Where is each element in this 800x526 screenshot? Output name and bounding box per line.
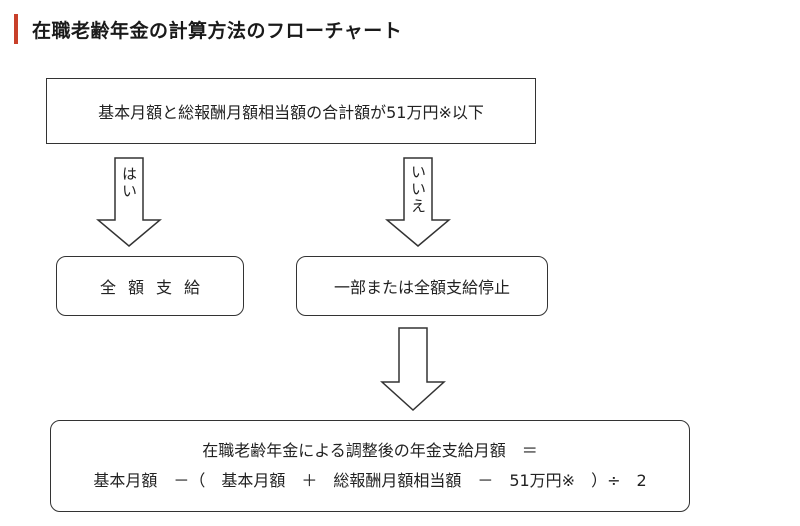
full-payment-text: 全額支給 bbox=[99, 278, 212, 297]
no-label: いいえ bbox=[409, 164, 427, 215]
condition-box: 基本月額と総報酬月額相当額の合計額が51万円※以下 bbox=[46, 78, 536, 144]
formula-line-2: 基本月額 －（ 基本月額 ＋ 総報酬月額相当額 － 51万円※ ）÷ 2 bbox=[93, 471, 647, 490]
yes-label: はい bbox=[120, 166, 138, 200]
formula-line-1: 在職老齢年金による調整後の年金支給月額 ＝ bbox=[202, 441, 538, 460]
down-arrow-icon bbox=[380, 327, 446, 412]
heading-accent-bar bbox=[14, 14, 18, 44]
heading-title: 在職老齢年金の計算方法のフローチャート bbox=[32, 19, 403, 42]
section-heading: 在職老齢年金の計算方法のフローチャート bbox=[14, 14, 402, 44]
payment-stop-box: 一部または全額支給停止 bbox=[296, 256, 548, 316]
condition-text: 基本月額と総報酬月額相当額の合計額が51万円※以下 bbox=[98, 103, 484, 122]
yes-arrow-icon bbox=[96, 157, 162, 247]
formula-box: 在職老齢年金による調整後の年金支給月額 ＝ 基本月額 －（ 基本月額 ＋ 総報酬… bbox=[50, 420, 690, 512]
payment-stop-text: 一部または全額支給停止 bbox=[333, 278, 510, 297]
no-arrow-icon bbox=[385, 157, 451, 247]
full-payment-box: 全額支給 bbox=[56, 256, 244, 316]
